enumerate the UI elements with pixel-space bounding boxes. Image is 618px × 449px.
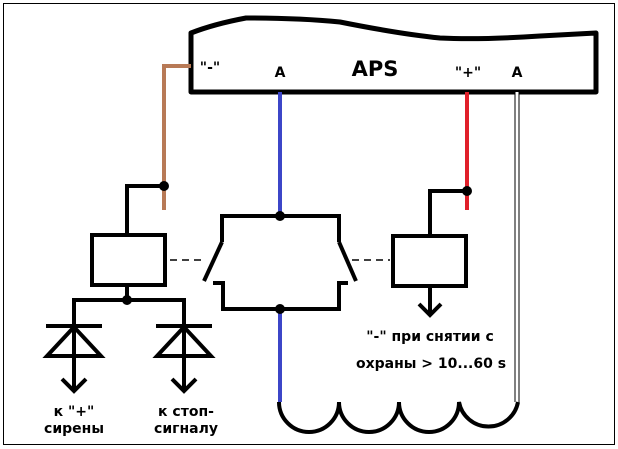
right-relay-coil [391,234,468,288]
arrow-down-icon [170,377,198,394]
junction-diodes [122,295,132,305]
brake-label-line1: к стоп- [158,404,214,420]
junction-switch-bottom [275,304,285,314]
arrow-down-icon [60,377,88,394]
diode-right [152,324,216,394]
left-relay-coil [90,233,167,287]
junction-switch-top [275,211,285,221]
terminal-a-left-label: A [275,65,286,81]
disarm-label-line1: "-" при снятии с [366,329,494,345]
siren-label-line2: сирены [44,421,104,437]
right-relay-lead [428,189,467,236]
terminal-minus-label: "-" [200,60,220,76]
diode-left [42,324,106,394]
aps-title: APS [352,57,399,81]
inductor-coil [277,401,520,434]
terminal-a-right-label: A [512,65,523,81]
left-contact-blade [202,241,224,282]
left-relay [72,184,186,330]
right-contact-blade [337,241,358,282]
right-relay-arrow-icon [417,302,443,318]
terminal-plus-label: "+" [455,65,481,81]
right-relay [391,189,468,318]
left-relay-lead [125,184,164,235]
minus-wire [162,64,191,210]
junction-minus [159,181,169,191]
brake-label-line2: сигналу [154,421,218,437]
aps-unit [188,15,599,95]
junction-plus [462,186,472,196]
disarm-label-line2: охраны > 10...60 s [356,356,506,372]
siren-label-line1: к "+" [54,404,95,420]
